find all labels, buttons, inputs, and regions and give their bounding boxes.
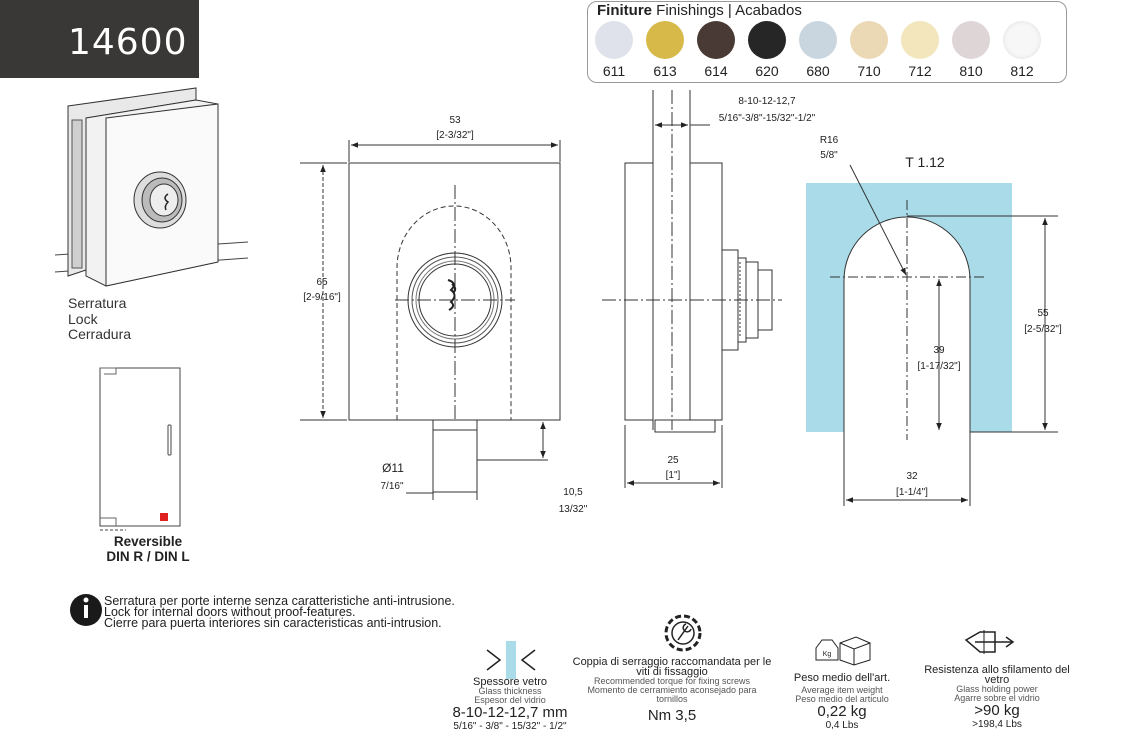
weight-box-icon: Kg <box>815 636 871 666</box>
spec-torque-es: Momento de cerramiento aconsejado para t… <box>587 685 757 704</box>
template-title: T 1.12 <box>905 154 945 170</box>
dim-glass-thickness-in: 5/16"-3/8"-15/32"-1/2" <box>719 113 816 124</box>
dim-template-width: 32 <box>906 471 918 482</box>
finish-code-712: 712 <box>908 63 932 79</box>
finish-code-620: 620 <box>755 63 779 79</box>
finish-swatch-620 <box>748 21 786 59</box>
info-text-it: Serratura per porte interne senza caratt… <box>104 594 455 608</box>
cutout-template-drawing <box>806 164 1058 506</box>
lock-3d-illustration <box>54 87 249 287</box>
door-reversible-icon <box>99 367 181 531</box>
spec-holding-value: >90 kg <box>974 702 1020 719</box>
info-icon <box>70 594 102 626</box>
finish-swatch-710 <box>850 21 888 59</box>
dim-front-width-in: [2-3/32"] <box>436 130 474 141</box>
spec-torque-en: Recommended torque for fixing screws <box>593 676 751 686</box>
dim-side-depth: 25 <box>667 455 679 466</box>
finish-swatch-810 <box>952 21 990 59</box>
product-code: 14600 <box>68 22 188 63</box>
info-text: Serratura per porte interne senza caratt… <box>104 594 455 630</box>
spec-holding-it: Resistenza allo sfilamento del vetro <box>924 664 1070 686</box>
spec-torque-value: Nm 3,5 <box>647 707 697 724</box>
spec-holding-power: Resistenza allo sfilamento del vetro Gla… <box>922 664 1072 731</box>
product-names: Serratura Lock Cerradura <box>68 295 132 343</box>
spec-weight-en: Average item weight <box>801 685 883 695</box>
product-name-en: Lock <box>68 310 98 327</box>
dim-front-height: 65 <box>316 277 328 288</box>
finish-code-680: 680 <box>806 63 830 79</box>
product-name-it: Serratura <box>68 295 127 311</box>
finish-code-810: 810 <box>959 63 983 79</box>
glass-holding-icon <box>964 630 1015 654</box>
finishes-title: Finiture Finishings | Acabados <box>597 2 802 19</box>
spec-glass-en: Glass thickness <box>478 686 542 696</box>
finish-code-710: 710 <box>857 63 881 79</box>
spec-torque: Coppia di serraggio raccomandata per le … <box>572 657 772 724</box>
spec-glass-value: 8-10-12-12,7 mm <box>452 704 568 721</box>
dim-glass-thickness: 8-10-12-12,7 <box>738 96 796 107</box>
finish-code-613: 613 <box>653 63 677 79</box>
dim-pin-length-in: 13/32" <box>559 504 588 515</box>
spec-weight-es: Peso medio del articulo <box>795 694 889 704</box>
gear-wrench-icon <box>664 614 702 652</box>
dim-template-center: 39 <box>933 345 945 356</box>
spec-glass-value-in: 5/16" - 3/8" - 15/32" - 1/2" <box>453 721 567 732</box>
dim-template-height-in: [2-5/32"] <box>1024 324 1062 335</box>
dim-pin-diameter-in: 7/16" <box>380 481 403 492</box>
dim-side-depth-in: [1"] <box>666 470 681 481</box>
spec-torque-it: Coppia di serraggio raccomandata per le … <box>572 656 772 678</box>
dim-front-width: 53 <box>449 115 461 126</box>
dim-template-radius-in: 5/8" <box>820 150 838 161</box>
spec-weight-value-lbs: 0,4 Lbs <box>825 720 859 731</box>
finish-swatch-614 <box>697 21 735 59</box>
dimension-labels: 53 [2-3/32"] 65 [2-9/16"] Ø11 7/16" 10,5… <box>303 96 1062 515</box>
finishes-title-bold: Finiture <box>597 2 652 19</box>
dim-template-width-in: [1-1/4"] <box>896 487 928 498</box>
reversible-line1: Reversible <box>113 534 183 549</box>
finish-swatch-812 <box>1003 21 1041 59</box>
dim-pin-length: 10,5 <box>563 487 583 498</box>
finish-swatch-613 <box>646 21 684 59</box>
spec-holding-value-lbs: >198,4 Lbs <box>972 719 1022 730</box>
reversible-line2: DIN R / DIN L <box>106 549 190 564</box>
finish-code-812: 812 <box>1010 63 1034 79</box>
finish-swatch-712 <box>901 21 939 59</box>
spec-holding-en: Glass holding power <box>956 684 1038 694</box>
finish-swatch-611 <box>595 21 633 59</box>
dim-template-height: 55 <box>1037 308 1049 319</box>
spec-weight: Peso medio dell'art. Average item weight… <box>780 672 904 732</box>
glass-thickness-icon <box>486 641 536 679</box>
kg-icon-label: Kg <box>823 651 832 658</box>
dim-template-radius: R16 <box>820 135 839 146</box>
spec-glass-es: Espesor del vidrio <box>474 695 546 705</box>
spec-weight-it: Peso medio dell'art. <box>793 672 891 684</box>
spec-glass-it: Spessore vetro <box>473 676 547 688</box>
info-text-en: Lock for internal doors without proof-fe… <box>104 605 356 619</box>
side-view-drawing <box>602 90 782 488</box>
finish-code-614: 614 <box>704 63 728 79</box>
finish-swatch-680 <box>799 21 837 59</box>
finishes-title-rest: Finishings | Acabados <box>656 2 802 19</box>
spec-holding-es: Agarre sobre el vidrio <box>954 693 1040 703</box>
product-code-box: 14600 <box>0 0 199 78</box>
info-text-es: Cierre para puerta interiores sin caract… <box>104 616 442 630</box>
product-name-es: Cerradura <box>68 326 132 342</box>
spec-weight-value: 0,22 kg <box>817 703 867 720</box>
dim-pin-diameter: Ø11 <box>382 461 404 475</box>
spec-glass-thickness: Spessore vetro Glass thickness Espesor d… <box>440 676 580 733</box>
finish-code-611: 611 <box>602 63 626 79</box>
dim-template-center-in: [1-17/32"] <box>917 361 960 372</box>
front-view-drawing <box>300 140 561 500</box>
reversible-label: Reversible DIN R / DIN L <box>92 534 204 564</box>
dim-front-height-in: [2-9/16"] <box>303 292 341 303</box>
